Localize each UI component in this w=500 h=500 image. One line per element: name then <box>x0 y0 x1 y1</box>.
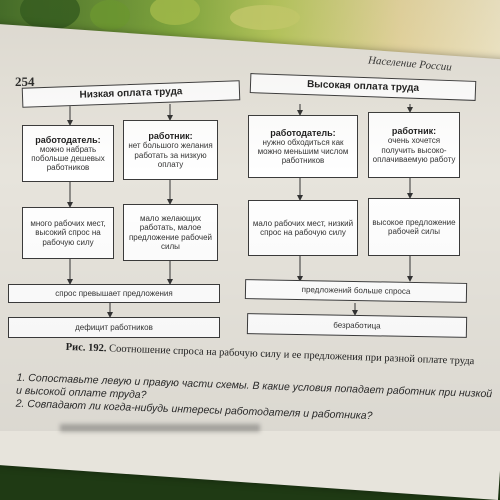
right-summary-box: предложений больше спроса <box>244 279 468 303</box>
left-worker-text: нет большого желания работать за низкую … <box>128 141 213 169</box>
left-summary-box: спрос превышает предложения <box>8 284 220 303</box>
left-worker-box: работник: нет большого желания работать … <box>123 120 218 180</box>
left-summary-text: спрос превышает предложения <box>55 288 173 298</box>
left-worker-role: работник: <box>148 131 193 142</box>
right-summary-text: предложений больше спроса <box>301 285 411 297</box>
page-number: 254 <box>15 74 35 89</box>
background-leaf <box>230 5 300 30</box>
right-outcome-text: безработица <box>333 320 381 331</box>
right-employer-text: нужно обходиться как можно меньшим число… <box>257 137 349 166</box>
left-employer-role: работодатель: <box>35 134 101 145</box>
high-pay-header-label: Высокая оплата труда <box>306 79 420 95</box>
left-result-2-box: мало желающих работать, малое предложени… <box>123 204 218 261</box>
right-result-1-text: мало рабочих мест, низкий спрос на рабоч… <box>252 218 354 237</box>
left-result-1-box: много рабочих мест, высокий спрос на раб… <box>22 207 114 259</box>
diagram-arrows <box>67 104 413 318</box>
right-result-2-box: высокое предложение рабочей силы <box>368 198 460 256</box>
figure-label: Рис. 192. <box>65 341 107 355</box>
right-employer-box: работодатель: нужно обходиться как можно… <box>248 115 358 178</box>
left-outcome-text: дефицит работников <box>75 322 153 332</box>
left-result-2-text: мало желающих работать, малое предложени… <box>128 214 213 251</box>
right-result-1-box: мало рабочих мест, низкий спрос на рабоч… <box>248 200 358 256</box>
cut-off-line <box>60 424 260 432</box>
left-employer-text: можно набрать побольше дешевых работнико… <box>31 144 105 173</box>
low-pay-header-label: Низкая оплата труда <box>79 86 183 102</box>
right-worker-role: работник: <box>391 126 437 137</box>
left-outcome-box: дефицит работников <box>8 317 220 338</box>
right-worker-box: работник: очень хочется получить высоко-… <box>368 112 460 178</box>
left-result-1-text: много рабочих мест, высокий спрос на раб… <box>30 219 106 247</box>
left-employer-box: работодатель: можно набрать побольше деш… <box>22 125 114 182</box>
right-outcome-box: безработица <box>246 313 468 338</box>
background-leaf <box>150 0 200 25</box>
right-result-2-text: высокое предложение рабочей силы <box>372 217 456 236</box>
background-leaf <box>90 0 130 30</box>
right-employer-role: работодатель: <box>270 127 336 138</box>
page-content: 254 Население России <box>0 0 500 432</box>
right-worker-text: очень хочется получить высоко-оплачиваем… <box>372 136 456 164</box>
